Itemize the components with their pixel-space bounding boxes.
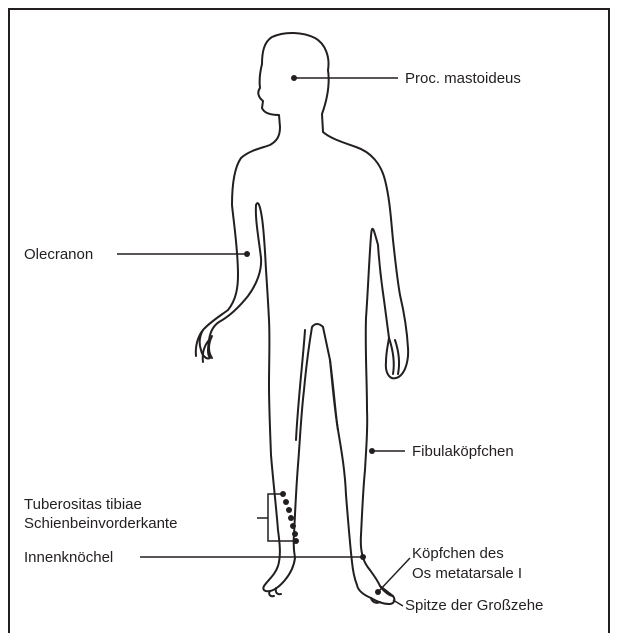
left-foot-toes	[269, 588, 281, 596]
head-outline	[200, 33, 408, 604]
leader-metatarsale	[378, 558, 410, 592]
body-outline	[196, 33, 408, 604]
dot-tibia-6	[292, 531, 298, 537]
label-schienbeinvorderkante: Schienbeinvorderkante	[24, 515, 177, 532]
label-olecranon: Olecranon	[24, 246, 93, 263]
dot-tibia-5	[290, 523, 296, 529]
label-koepfchen-des: Köpfchen des	[412, 545, 504, 562]
label-tuberositas-tibiae: Tuberositas tibiae	[24, 496, 142, 513]
dot-tibia-4	[288, 515, 294, 521]
dot-tibia-3	[286, 507, 292, 513]
landmark-dots	[244, 75, 381, 595]
right-hand-fingers	[389, 338, 399, 374]
label-spitze-grosszehe: Spitze der Großzehe	[405, 597, 543, 614]
leg-inner-right	[330, 360, 338, 430]
label-fibulakoepfchen: Fibulaköpfchen	[412, 443, 514, 460]
figure-frame	[9, 9, 609, 633]
label-innenknoechel: Innenknöchel	[24, 549, 113, 566]
landmark-labels: Proc. mastoideus Olecranon Fibulaköpfche…	[24, 70, 543, 614]
leader-grosszehe	[393, 600, 403, 606]
label-proc-mastoideus: Proc. mastoideus	[405, 70, 521, 87]
dot-tibia-2	[283, 499, 289, 505]
label-os-metatarsale: Os metatarsale I	[412, 565, 522, 582]
